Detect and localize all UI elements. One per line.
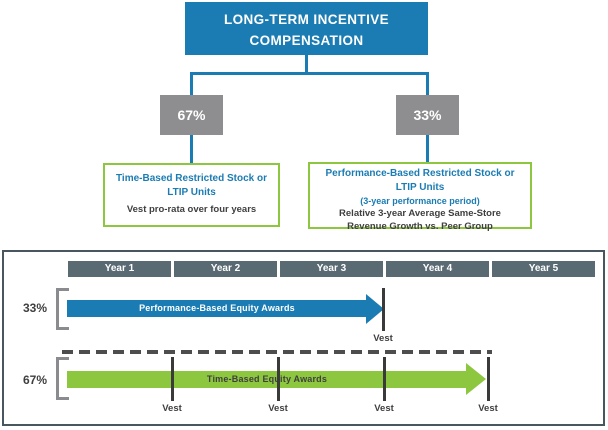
time-row-percent: 67% [22, 373, 48, 387]
performance-arrow: Performance-Based Equity Awards [67, 300, 367, 317]
year-header-3: Year 3 [280, 261, 383, 277]
time-vest-label-2: Vest [268, 403, 288, 414]
time-vest-marker-line-4 [487, 357, 490, 401]
year-header-1: Year 1 [68, 261, 171, 277]
time-vest-label-3: Vest [374, 403, 394, 414]
connector-horizontal [190, 72, 429, 75]
connector-root-stub [305, 54, 308, 74]
time-vest-label-4: Vest [478, 403, 498, 414]
time-based-title-line1: Time-Based Restricted Stock or [116, 173, 267, 184]
time-vest-marker-line-2 [277, 357, 280, 401]
root-title-line1: LONG-TERM INCENTIVE [223, 12, 390, 27]
performance-arrowhead-icon [366, 294, 384, 324]
performance-vest-marker-line [382, 288, 385, 331]
percent-node-33: 33% [396, 95, 459, 135]
year-header-2: Year 2 [174, 261, 277, 277]
performance-detail-line2: Revenue Growth vs. Peer Group [347, 221, 493, 232]
time-vest-marker-line-3 [383, 357, 386, 401]
time-based-arrow: Time-Based Equity Awards [67, 371, 467, 388]
percent-node-67: 67% [160, 95, 223, 135]
root-node-long-term-incentive: LONG-TERM INCENTIVE COMPENSATION [185, 2, 428, 55]
year-header-4: Year 4 [386, 261, 489, 277]
performance-vest-label: Vest [373, 333, 393, 344]
root-title-line2: COMPENSATION [249, 33, 364, 48]
performance-based-node: Performance-Based Restricted Stock or LT… [308, 162, 532, 232]
time-based-detail: Vest pro-rata over four years [126, 204, 257, 215]
performance-row-percent: 33% [22, 301, 48, 315]
performance-title-line1: Performance-Based Restricted Stock or [325, 168, 515, 179]
timeline-panel [2, 250, 605, 426]
time-vest-label-1: Vest [162, 403, 182, 414]
time-row-bracket [56, 357, 69, 400]
time-based-node: Time-Based Restricted Stock or LTIP Unit… [103, 163, 280, 227]
time-vest-marker-line-1 [171, 357, 174, 401]
time-based-arrowhead-icon [466, 363, 486, 395]
performance-row-bracket [56, 288, 69, 330]
dashed-timeline-line [62, 350, 492, 354]
performance-title-line2: LTIP Units [395, 182, 445, 193]
year-header-5: Year 5 [492, 261, 595, 277]
performance-subtitle: (3-year performance period) [360, 196, 480, 206]
time-based-title-line2: LTIP Units [167, 187, 216, 198]
performance-detail-line1: Relative 3-year Average Same-Store [339, 208, 501, 219]
